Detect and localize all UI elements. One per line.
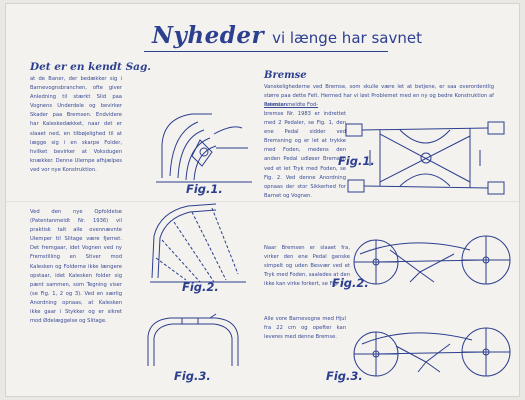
right-fig-1-label: Fig.1. (338, 154, 375, 168)
left-paragraph-1: at de Baner, der bedækker sig i Barnevog… (30, 76, 122, 173)
left-fig-2-label: Fig.2. (182, 280, 219, 294)
hood-profile-drawing-3 (142, 314, 244, 368)
brake-wheels-drawing-2 (350, 230, 514, 290)
title-underline (144, 51, 388, 52)
right-paragraph-4: Alle vore Barnevogne med Hjul fra 22 cm … (264, 316, 346, 341)
hood-frame-drawing-2 (146, 200, 252, 288)
paper-fold (6, 201, 519, 203)
title-rest: vi længe har savnet (272, 29, 422, 47)
document-page: Nyheder vi længe har savnet Det er en ken… (6, 4, 519, 396)
brake-wheels-drawing-3 (350, 322, 514, 382)
right-paragraph-2: bremse Nr. 1983 er indrettet med 2 Pedal… (264, 111, 346, 199)
right-fig-2-label: Fig.2. (332, 276, 369, 290)
title-main: Nyheder (152, 22, 265, 49)
right-paragraph-1: Vanskelighederne ved Bremse, som skulle … (264, 84, 494, 109)
right-fig-3-label: Fig.3. (326, 369, 363, 383)
right-patent-link: Patentanmeldte Fod- (264, 102, 319, 108)
left-fig-1-label: Fig.1. (186, 182, 223, 196)
page-title: Nyheder vi længe har savnet (152, 22, 422, 49)
right-paragraph-3: Naar Bremsen er slaaet fra, virker den e… (264, 245, 350, 288)
right-heading: Bremse (264, 70, 307, 81)
brake-chassis-drawing-1 (340, 110, 510, 202)
left-heading: Det er en kendt Sag. (30, 61, 151, 73)
fold-mechanism-drawing-1 (152, 104, 256, 188)
left-paragraph-2: Ved den nye Opfoldelse (Patentanmeldt Nr… (30, 209, 122, 325)
left-fig-3-label: Fig.3. (174, 369, 211, 383)
